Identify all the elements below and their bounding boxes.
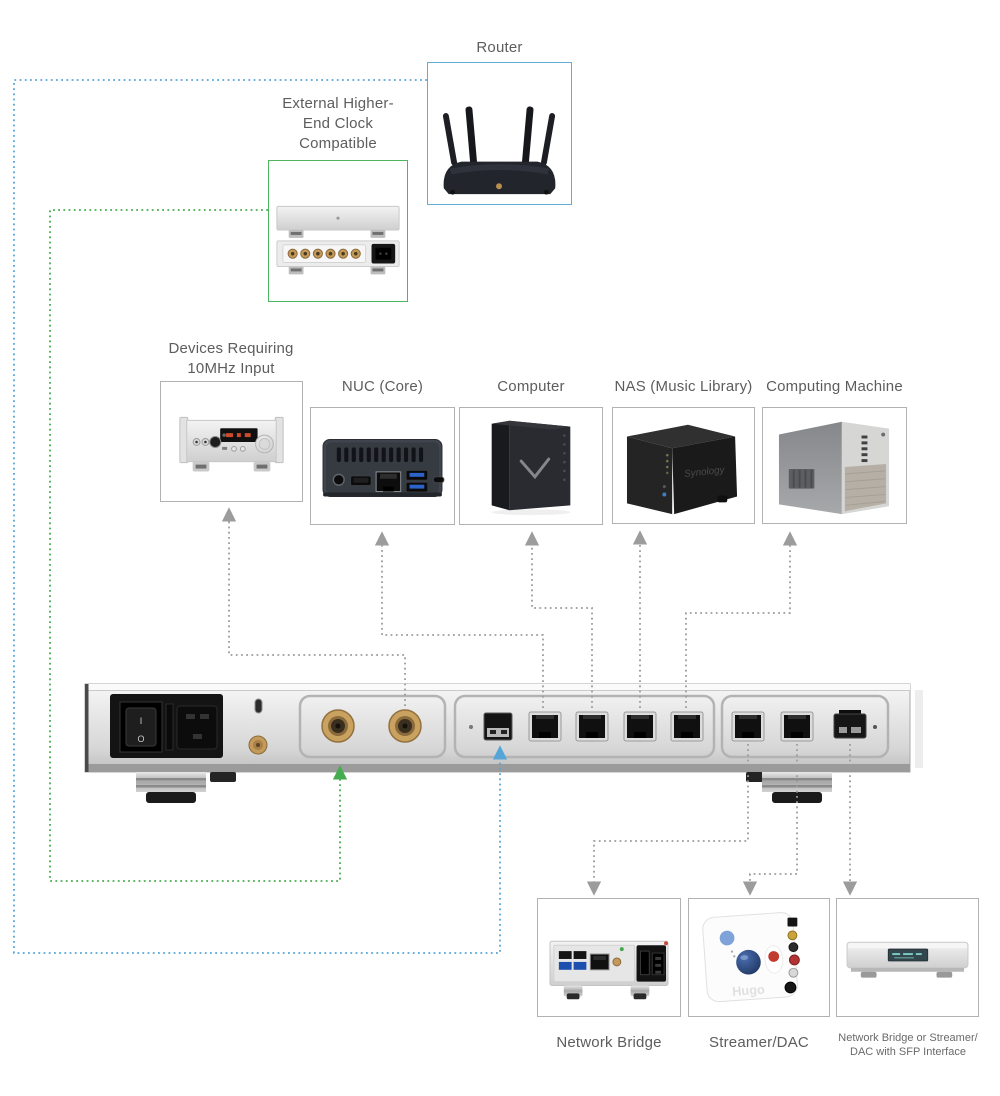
computer-side-face [509, 420, 571, 511]
nuc-power-jack [332, 473, 345, 486]
external-clock-label: External Higher- End Clock Compatible [282, 95, 394, 152]
computing-machine-label: Computing Machine [766, 378, 903, 395]
switch-ethernet-port-5 [670, 711, 704, 742]
computer-v-logo [519, 457, 551, 480]
computing-machine-device [778, 421, 890, 515]
cm-front-ports [861, 435, 868, 463]
nas-brand-text: Synology [684, 465, 726, 480]
computer-box [459, 407, 603, 525]
nb-usb-ports [558, 951, 587, 970]
ten-mhz-device [179, 416, 284, 472]
router-device [442, 106, 556, 195]
computer-label: Computer [497, 378, 565, 395]
switch-led [873, 725, 877, 729]
streamer-dac-box: Hugo [688, 898, 830, 1017]
nuc-label: NUC (Core) [341, 378, 424, 395]
router-label: Router [476, 39, 523, 56]
power-on-mark: I [140, 716, 143, 726]
sfp-endpoint-device [846, 941, 969, 978]
switch-ethernet-port-3 [575, 711, 609, 742]
router-logo-dot [496, 183, 502, 190]
devices-10mhz-box [160, 381, 303, 502]
sfp-endpoint-box [836, 898, 979, 1017]
external-clock-box [268, 160, 408, 302]
nuc-usbc-port [432, 476, 445, 484]
sfp-endpoint-label: Network Bridge or Streamer/ DAC with SFP… [838, 1032, 978, 1058]
router-antennas [442, 106, 556, 166]
power-off-mark: O [137, 734, 144, 744]
nb-status-led [619, 947, 624, 952]
cm-power-button [881, 432, 886, 437]
devices-10mhz-label: Devices Requiring 10MHz Input [168, 340, 294, 377]
nas-label: NAS (Music Library) [614, 378, 753, 395]
computer-vent-dots [563, 434, 566, 482]
switch-ethernet-port-1 [483, 712, 513, 741]
nas-device: Synology [626, 424, 738, 515]
switch-ethernet-port-4 [623, 711, 657, 742]
streamer-dac-device: Hugo [702, 912, 800, 1003]
switch-output-section [720, 694, 890, 759]
switch-bnc-input-1 [321, 709, 355, 743]
clock-device [276, 205, 400, 275]
switch-ground-terminal [248, 735, 268, 755]
computer-device [491, 420, 571, 516]
nb-coax-connector [612, 957, 622, 967]
cm-side-vent [788, 468, 815, 489]
router-box [427, 62, 572, 205]
nas-led-strip [666, 453, 669, 475]
computer-front-face [491, 420, 510, 511]
switch-security-slot [254, 698, 263, 714]
network-bridge-label: Network Bridge [556, 1034, 662, 1051]
nas-side-face [672, 436, 738, 515]
dac-connector-column [784, 917, 800, 994]
audio-switch: I O [84, 683, 923, 803]
switch-ethernet-port-6 [731, 711, 765, 742]
switch-led [469, 725, 473, 729]
computing-machine-box [762, 407, 907, 524]
switch-foot-left [136, 772, 206, 803]
nas-box: Synology [612, 407, 755, 524]
dac-blue-window [719, 930, 735, 946]
switch-power-inlet-module: I O [110, 694, 223, 758]
network-bridge-box [537, 898, 681, 1017]
nas-front-face [626, 436, 673, 515]
network-bridge-device [549, 940, 669, 1000]
switch-ethernet-port-2 [528, 711, 562, 742]
nas-power-led [662, 492, 667, 497]
dac-red-button [768, 951, 780, 962]
switch-sfp-port [833, 710, 867, 739]
dac-brand-text: Hugo [732, 982, 766, 999]
cm-side-face [778, 421, 842, 515]
switch-foot-right [762, 772, 832, 803]
nuc-device [322, 438, 445, 497]
switch-ethernet-port-7 [780, 711, 814, 742]
streamer-dac-label: Streamer/DAC [709, 1034, 809, 1051]
switch-bnc-output-2 [388, 709, 422, 743]
nuc-box [310, 407, 455, 525]
